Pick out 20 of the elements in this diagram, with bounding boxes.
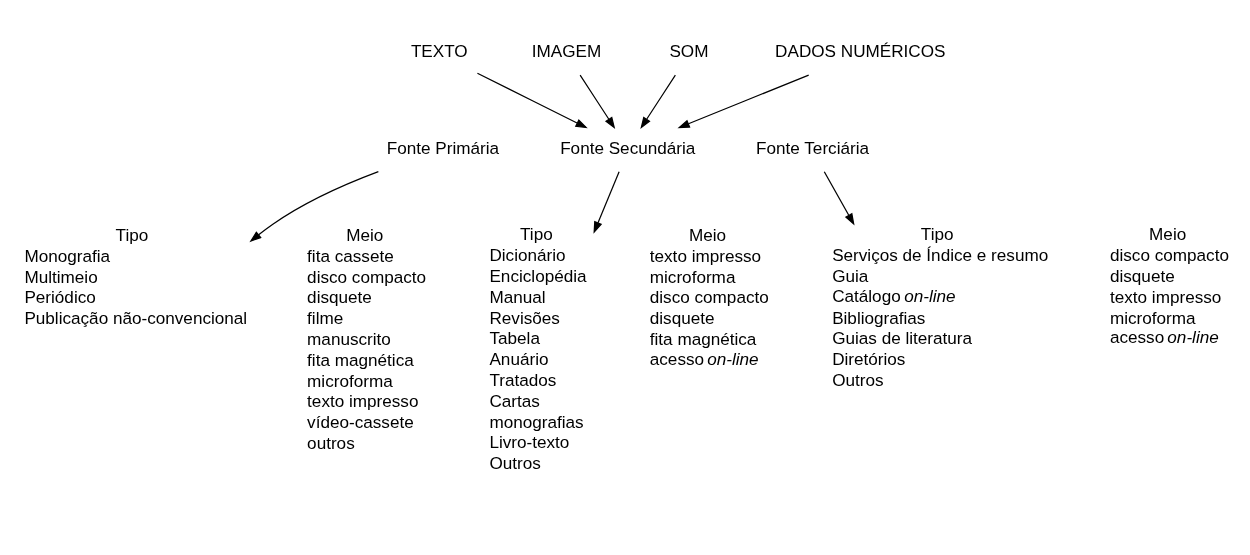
node-text: Fonte Secundária — [560, 138, 696, 159]
node-text: Meio disco compacto disquete texto impresso microforma acesso on-line — [1109, 224, 1229, 348]
node-text: TEXTO — [410, 41, 468, 62]
node-text: Fonte Primária — [386, 138, 500, 159]
arrow — [579, 74, 616, 130]
node-text: SOM — [669, 41, 709, 62]
node-text: Meio fita cassete disco compacto disquete filme manuscrito fita magnética microforma texto impresso vídeo-cassete outros — [307, 225, 427, 454]
node-text: IMAGEM — [531, 41, 602, 62]
arrow — [823, 171, 855, 226]
arrow — [249, 171, 379, 243]
node-text: DADOS NUMÉRICOS — [775, 41, 946, 62]
arrow — [640, 74, 676, 130]
node-text: Fonte Terciária — [756, 138, 870, 159]
arrow — [476, 72, 588, 129]
node-text: Tipo Monografia Multimeio Periódico Publicação não-convencional — [24, 225, 248, 329]
node-text: Tipo Serviços de Índice e resumo Guia Catálogo on-line Bibliografias Guias de literatura Diretórios Outros — [832, 224, 1049, 391]
arrow — [677, 74, 810, 129]
arrow — [593, 171, 620, 234]
node-text: Tipo Dicionário Enciclopédia Manual Revisões Tabela Anuário Tratados Cartas monografias Livro-texto Outros — [489, 224, 587, 474]
node-text: Meio texto impresso microforma disco compacto disquete fita magnética acesso on-line — [649, 225, 769, 369]
